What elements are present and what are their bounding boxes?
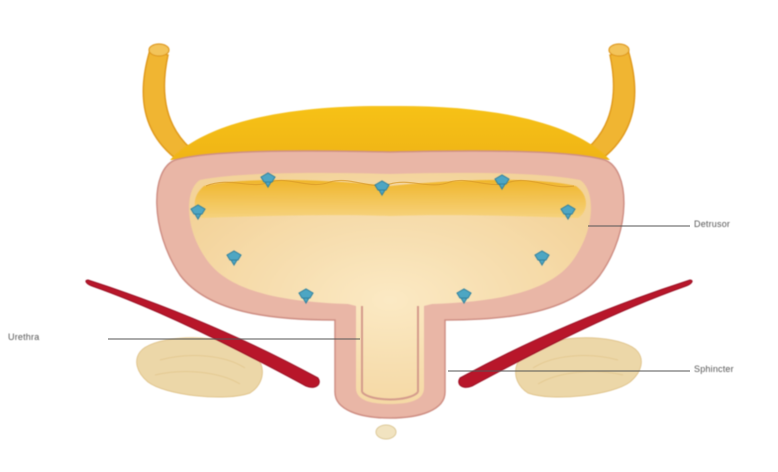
ureter-right [588,44,635,158]
label-detrusor: Detrusor [694,219,730,229]
label-sphincter: Sphincter [694,364,734,374]
ureter-left [143,44,190,158]
label-urethra: Urethra [8,332,39,342]
urethral-opening [376,425,396,439]
